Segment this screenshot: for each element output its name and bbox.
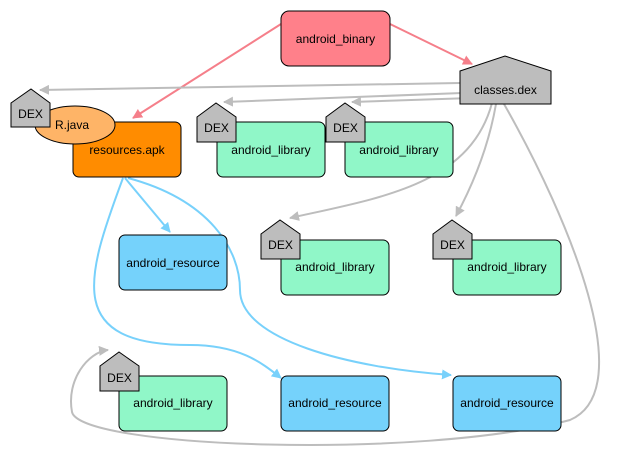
dex-badge-lib1-label: DEX xyxy=(204,121,229,135)
android-binary-label: android_binary xyxy=(296,32,375,46)
edge-apk-to-res2 xyxy=(93,177,282,379)
dex-badge-lib3-label: DEX xyxy=(268,238,293,252)
android-library-1-label: android_library xyxy=(231,143,310,157)
dex-badge-lib2: DEX xyxy=(325,102,366,143)
node-android-resource-3[interactable]: android_resource xyxy=(452,375,562,432)
dex-badge-lib2-label: DEX xyxy=(333,121,358,135)
edges-resources-apk xyxy=(93,177,452,380)
android-resource-3-label: android_resource xyxy=(460,396,554,410)
dex-badge-apk: DEX xyxy=(10,88,51,128)
dex-badge-lib1: DEX xyxy=(196,102,237,143)
edge-apk-to-res1 xyxy=(124,177,171,233)
android-library-4-label: android_library xyxy=(467,260,546,274)
edge-apk-to-res3 xyxy=(127,177,452,380)
dex-badge-lib4: DEX xyxy=(432,219,473,260)
android-library-2-label: android_library xyxy=(359,143,438,157)
edge-dex-to-lib5 xyxy=(70,103,601,446)
edge-dex-to-lib1 xyxy=(223,92,463,107)
node-android-library-2[interactable]: android_library xyxy=(344,121,454,178)
edge-dex-to-lib3 xyxy=(289,102,493,221)
android-resource-1-label: android_resource xyxy=(126,256,220,270)
dex-badge-lib4-label: DEX xyxy=(440,238,465,252)
node-android-library-4[interactable]: android_library xyxy=(452,239,562,296)
dex-badge-lib5-label: DEX xyxy=(107,371,132,385)
node-android-resource-2[interactable]: android_resource xyxy=(280,375,390,432)
dex-badge-apk-label: DEX xyxy=(18,107,43,121)
resources-apk-label: resources.apk xyxy=(89,143,165,157)
edge-dex-to-lib4 xyxy=(455,103,497,217)
edge-binary-to-resources-apk xyxy=(132,23,282,119)
edge-dex-to-apk-dex xyxy=(39,82,461,95)
node-android-binary[interactable]: android_binary xyxy=(280,10,391,67)
classes-dex-label: classes.dex xyxy=(474,83,537,97)
android-resource-2-label: android_resource xyxy=(288,396,382,410)
node-classes-dex[interactable]: classes.dex xyxy=(459,55,552,105)
node-android-library-1[interactable]: android_library xyxy=(216,121,326,178)
android-library-5-label: android_library xyxy=(133,396,212,410)
node-android-library-5[interactable]: android_library xyxy=(118,375,228,432)
node-android-resource-1[interactable]: android_resource xyxy=(118,234,228,291)
edge-binary-to-classes-dex xyxy=(389,23,473,65)
edge-dex-to-lib2 xyxy=(351,96,473,107)
dex-badge-lib5: DEX xyxy=(99,351,140,392)
node-android-library-3[interactable]: android_library xyxy=(280,239,390,296)
android-library-3-label: android_library xyxy=(295,260,374,274)
r-java-label: R.java xyxy=(55,118,89,132)
edges-classes-dex xyxy=(39,82,601,446)
dex-badge-lib3: DEX xyxy=(260,219,301,260)
edges-binary xyxy=(132,23,473,119)
